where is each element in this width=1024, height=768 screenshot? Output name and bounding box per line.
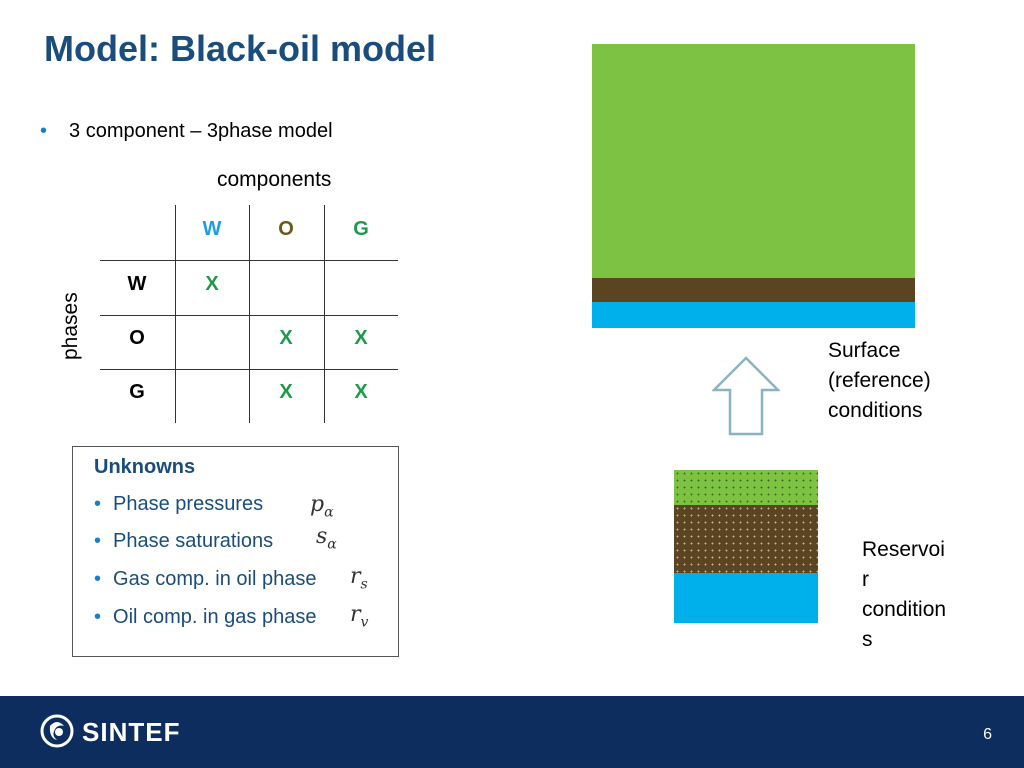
table-cell: X (279, 381, 293, 403)
row-header-gas: G (129, 381, 145, 403)
phases-axis-label: phases (59, 292, 82, 360)
unknown-item: • Oil comp. in gas phase (94, 606, 316, 629)
sintef-logo-text: SINTEF (82, 717, 181, 747)
math-symbol: pα (310, 492, 334, 520)
bullet-dot: • (94, 568, 102, 590)
math-symbol-base: r (350, 602, 361, 627)
col-header-water: W (202, 218, 222, 240)
reservoir-water-layer (674, 573, 818, 623)
unknown-item-text: Oil comp. in gas phase (113, 606, 317, 628)
math-symbol: sα (316, 524, 337, 552)
col-header-gas: G (353, 218, 369, 240)
table-divider (100, 315, 398, 316)
bullet-item: • 3 component – 3phase model (40, 120, 333, 143)
table-divider (249, 205, 250, 423)
reservoir-gas-layer (674, 470, 818, 505)
row-header-water: W (127, 273, 147, 295)
bullet-text: 3 component – 3phase model (69, 120, 333, 142)
bullet-dot: • (40, 120, 48, 142)
reservoir-conditions-label: Reservoi r condition s (862, 538, 947, 651)
table-cell: X (354, 381, 368, 403)
row-header-oil: O (129, 327, 145, 349)
table-cell: X (279, 327, 293, 349)
unknown-item-text: Phase saturations (113, 530, 274, 552)
reservoir-oil-layer (674, 505, 818, 573)
math-symbol-base: p (310, 492, 325, 517)
table-divider (175, 205, 176, 423)
bullet-dot: • (94, 530, 102, 552)
surface-water-layer (592, 302, 915, 328)
components-axis-label: components (217, 168, 332, 191)
bullet-dot: • (94, 493, 102, 515)
surface-conditions-label: Surface (reference) conditions (828, 339, 931, 422)
math-symbol: rs (350, 564, 368, 592)
unknown-item: • Phase pressures (94, 493, 263, 516)
page-number: 6 (983, 726, 992, 743)
footer-bar (0, 696, 1024, 768)
table-divider (100, 260, 398, 261)
unknown-item: • Gas comp. in oil phase (94, 568, 316, 591)
unknown-item-text: Gas comp. in oil phase (113, 568, 317, 590)
unknown-item-text: Phase pressures (113, 493, 264, 515)
math-symbol-sub: v (360, 614, 369, 631)
slide-title: Model: Black-oil model (44, 28, 437, 69)
surface-oil-layer (592, 278, 915, 302)
col-header-oil: O (278, 218, 294, 240)
bullet-dot: • (94, 606, 102, 628)
math-symbol-base: s (316, 524, 328, 549)
table-cell: X (354, 327, 368, 349)
table-divider (100, 369, 398, 370)
unknown-item: • Phase saturations (94, 530, 273, 553)
unknowns-box (72, 446, 399, 657)
up-arrow-icon (712, 356, 780, 436)
table-cell: X (205, 273, 219, 295)
math-symbol-sub: α (324, 504, 334, 521)
unknowns-title: Unknowns (94, 456, 196, 478)
table-divider (324, 205, 325, 423)
math-symbol-sub: α (327, 536, 337, 553)
math-symbol-base: r (350, 564, 361, 589)
math-symbol-sub: s (360, 576, 368, 593)
sintef-logo-icon (40, 714, 74, 748)
surface-gas-layer (592, 44, 915, 278)
math-symbol: rv (350, 602, 368, 630)
